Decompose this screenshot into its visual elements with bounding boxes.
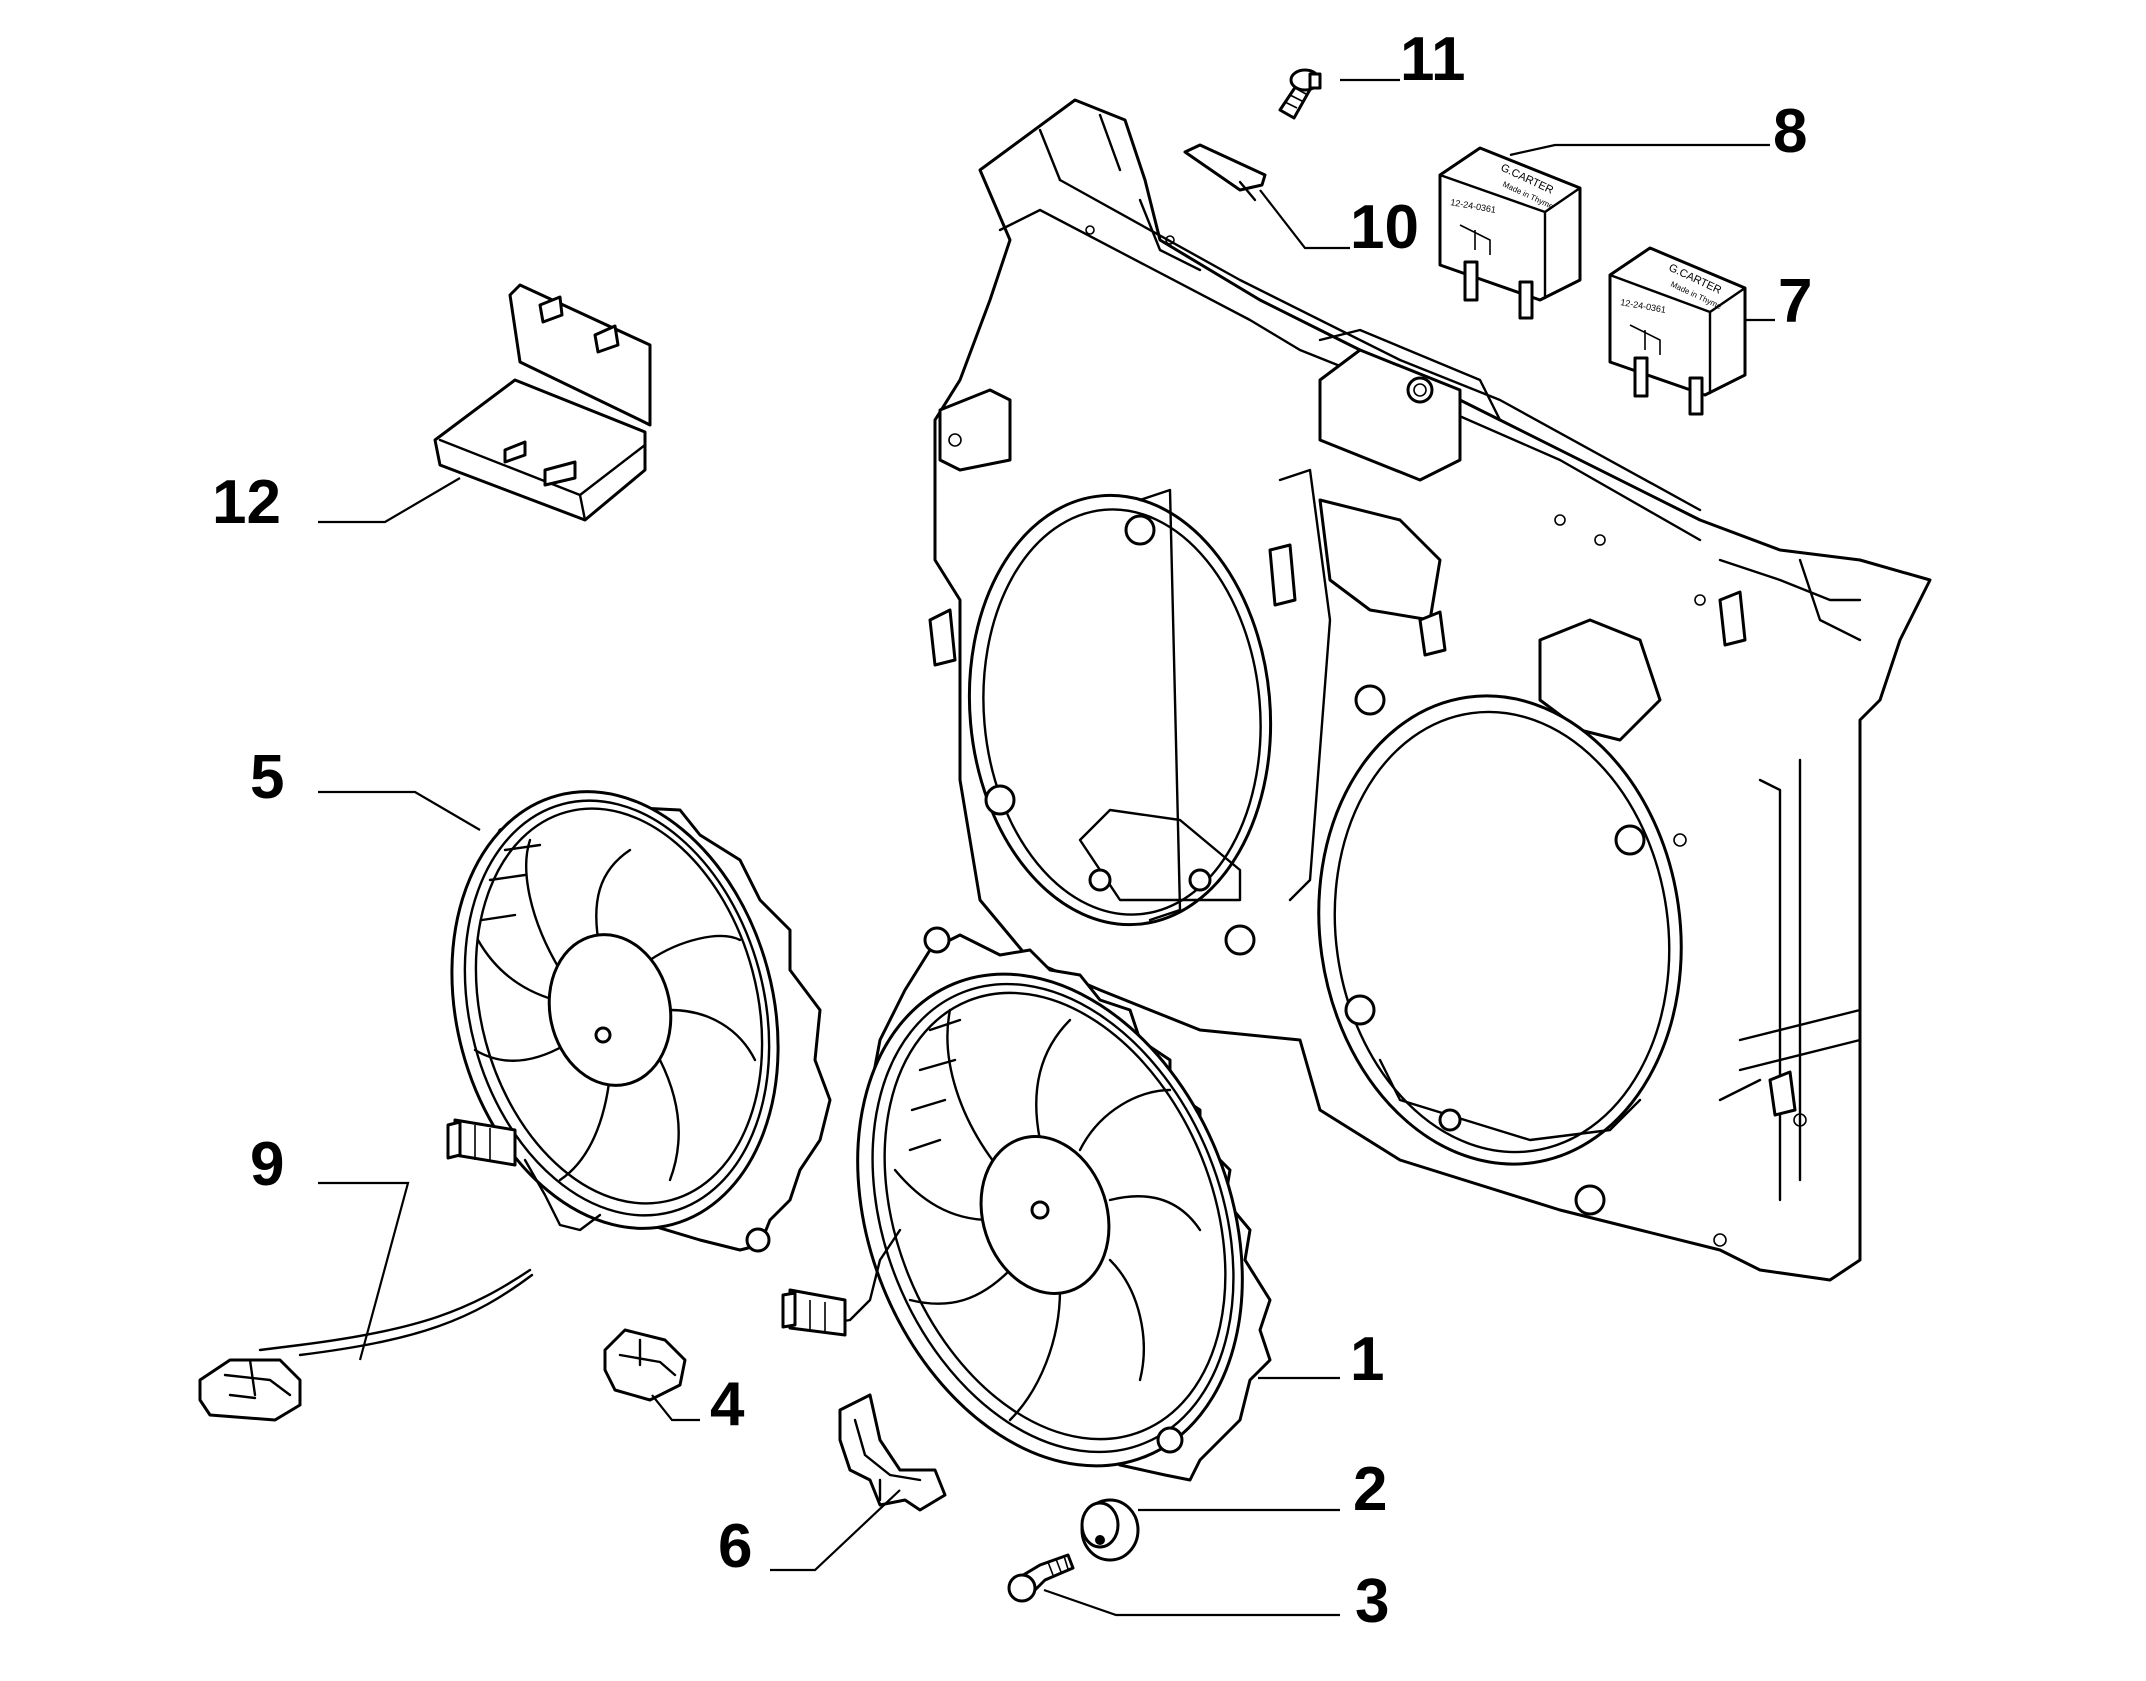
plate-part-10	[1183, 143, 1267, 202]
fuse-box-part-12	[433, 283, 652, 522]
callout-labels: 11 10 8 7 12 5 9 1 2 3 4 6	[212, 25, 1812, 1636]
cooling-fan-5	[446, 790, 832, 1253]
callout-8: 8	[1773, 97, 1807, 166]
fan-shroud-frame	[928, 98, 1932, 1282]
callout-12: 12	[212, 468, 281, 537]
grommet-part-2	[1080, 1498, 1140, 1562]
screw-part-3	[1007, 1553, 1075, 1603]
callout-10: 10	[1350, 193, 1419, 262]
bracket-clip-part-6	[838, 1393, 947, 1512]
leader-lines	[318, 78, 1775, 1617]
relay-part-8: G.CARTER Made in Thyme 12-24-0361	[1438, 146, 1582, 320]
harness-part-9	[198, 1268, 534, 1422]
callout-1: 1	[1350, 1325, 1384, 1394]
callout-3: 3	[1355, 1567, 1389, 1636]
clip-part-4	[603, 1328, 687, 1402]
callout-7: 7	[1778, 267, 1812, 336]
callout-2: 2	[1353, 1455, 1387, 1524]
relay-part-7: G.CARTER Made in Thyme 12-24-0361	[1608, 246, 1747, 416]
callout-11: 11	[1400, 25, 1466, 94]
bolt-part-11	[1278, 68, 1322, 120]
callout-4: 4	[710, 1370, 745, 1439]
callout-5: 5	[250, 743, 284, 812]
callout-9: 9	[250, 1130, 284, 1199]
cooling-fan-1	[781, 926, 1272, 1482]
callout-6: 6	[718, 1512, 752, 1581]
